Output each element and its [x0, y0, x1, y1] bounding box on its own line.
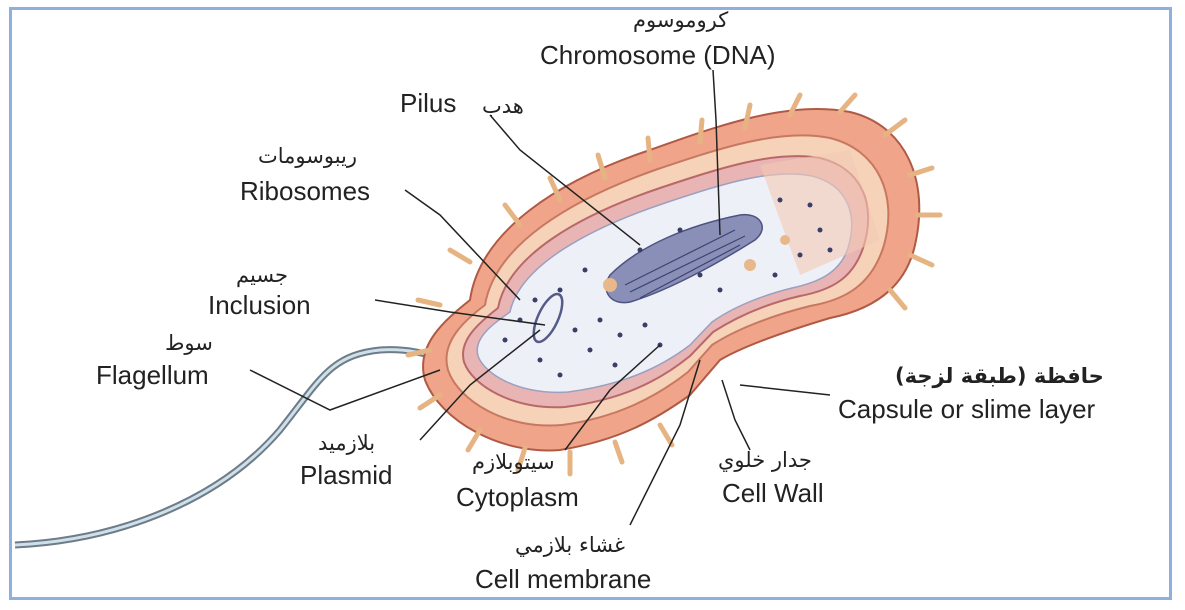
cytoplasm-label-ar: سيتوبلازم	[472, 452, 555, 473]
cell-wall-label-en: Cell Wall	[722, 480, 824, 506]
cytoplasm-label-en: Cytoplasm	[456, 484, 579, 510]
pilus-label-en: Pilus	[400, 90, 456, 116]
chromosome-label-ar: كروموسوم	[633, 10, 728, 31]
ribosomes-label-ar: ريبوسومات	[258, 146, 357, 167]
flagellum	[15, 350, 455, 545]
inclusion-label-en: Inclusion	[208, 292, 311, 318]
chromosome-label-en: Chromosome (DNA)	[540, 42, 776, 68]
plasmid-label-ar: بلازميد	[318, 433, 375, 454]
capsule-label-en: Capsule or slime layer	[838, 396, 1095, 422]
ribosomes-label-en: Ribosomes	[240, 178, 370, 204]
plasmid-label-en: Plasmid	[300, 462, 392, 488]
pilus-label-ar: هدب	[482, 96, 524, 117]
flagellum-label-ar: سوط	[165, 333, 213, 354]
inclusion-label-ar: جسيم	[236, 265, 288, 286]
cell-membrane-label-en: Cell membrane	[475, 566, 651, 592]
cell-wall-label-ar: جدار خلوي	[718, 450, 812, 471]
capsule-label-ar: حافظة (طبقة لزجة)	[895, 366, 1104, 387]
cell-membrane-label-ar: غشاء بلازمي	[515, 535, 625, 556]
flagellum-label-en: Flagellum	[96, 362, 209, 388]
